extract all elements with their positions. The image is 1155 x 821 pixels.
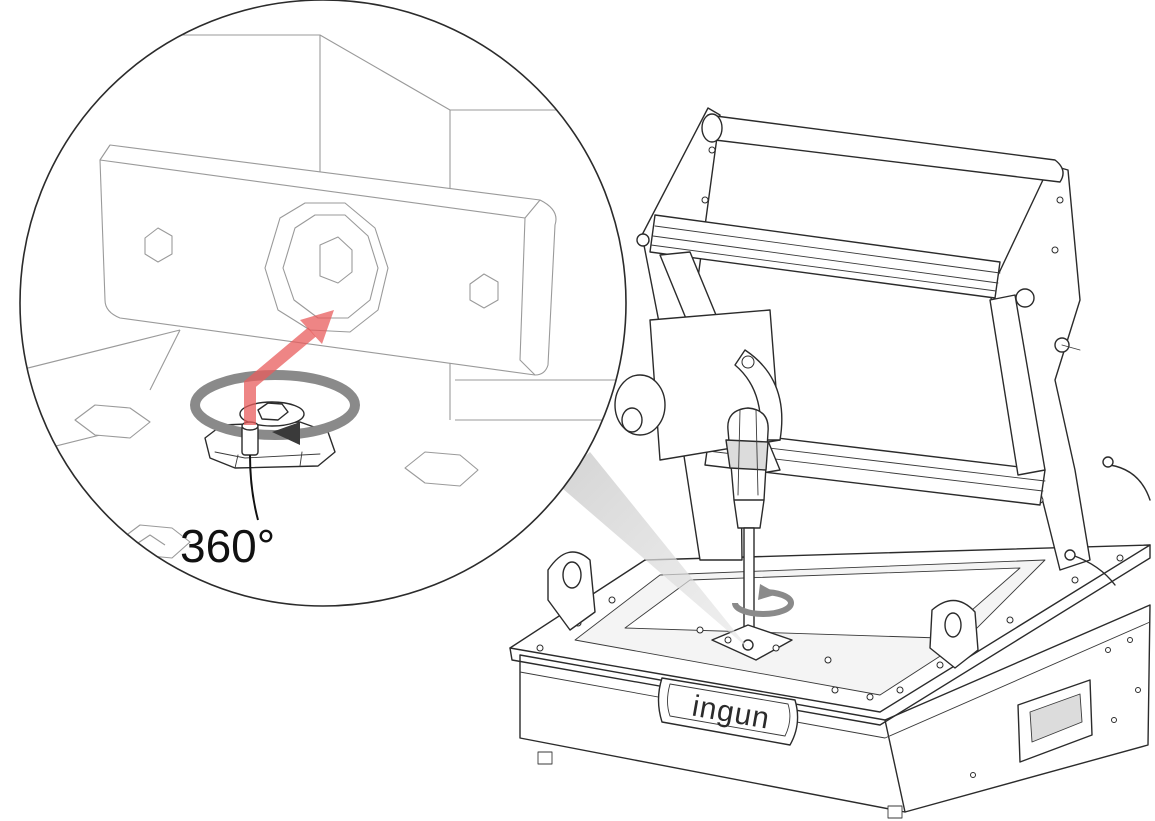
magnifier-border	[19, 0, 627, 607]
left-hinge-block	[547, 551, 596, 631]
zoom-callout-cone	[555, 452, 750, 650]
test-fixture-machine: ingun	[509, 107, 1151, 819]
magnified-detail-view: 360°	[19, 0, 627, 607]
rotation-arrow-icon	[732, 584, 794, 617]
rotation-ring-icon	[190, 370, 360, 440]
label-leader-line	[249, 454, 259, 521]
fixture-base-box	[519, 604, 1151, 819]
rotation-angle-label: 360°	[180, 520, 275, 572]
right-hinge-block	[929, 599, 979, 669]
direction-arrow-icon	[244, 310, 334, 425]
fixture-front-panel: ingun	[657, 677, 799, 746]
